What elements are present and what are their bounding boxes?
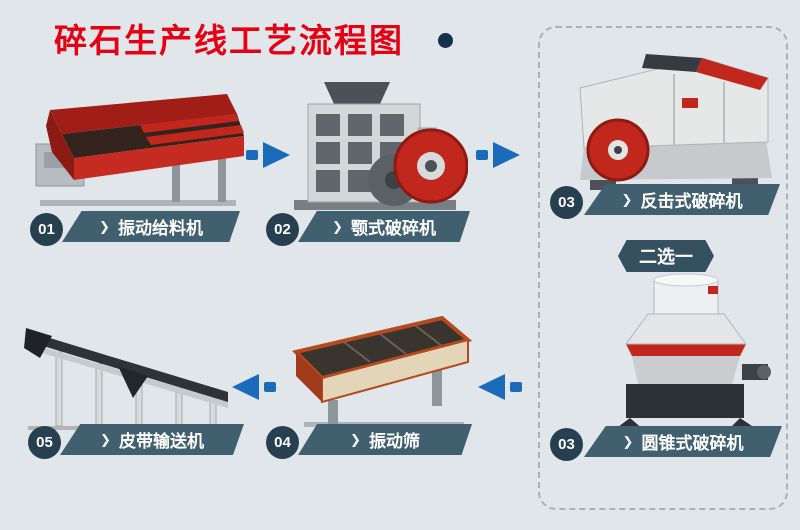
step-number-03a: 03 xyxy=(550,186,583,219)
step-number-03b: 03 xyxy=(550,428,583,461)
step-number-04: 04 xyxy=(266,426,299,459)
step-number-02: 02 xyxy=(266,213,299,246)
step-label-impact-crusher: ❯ 反击式破碎机 xyxy=(584,184,780,215)
step-label-belt-conveyor: ❯ 皮带输送机 xyxy=(60,424,244,455)
title-dot-decoration xyxy=(438,33,453,48)
choose-one-badge: 二选一 xyxy=(618,240,714,272)
cone-crusher-illustration xyxy=(596,272,776,434)
step-label-text: 皮带输送机 xyxy=(118,432,204,451)
vibrating-screen-illustration xyxy=(284,300,476,432)
chevron-right-icon: ❯ xyxy=(621,191,633,207)
step-label-jaw-crusher: ❯ 颚式破碎机 xyxy=(298,211,470,242)
crusher-choice-dashed-box xyxy=(538,26,788,510)
chevron-right-icon: ❯ xyxy=(622,433,634,449)
vibrating-feeder-illustration xyxy=(22,92,248,212)
step-label-vibrating-screen: ❯ 振动筛 xyxy=(298,424,472,455)
step-label-text: 圆锥式破碎机 xyxy=(641,434,744,453)
impact-crusher-illustration xyxy=(554,46,784,196)
flow-arrow-right-2 xyxy=(476,140,522,170)
step-label-text: 反击式破碎机 xyxy=(640,192,743,211)
belt-conveyor-illustration xyxy=(22,314,236,436)
step-label-cone-crusher: ❯ 圆锥式破碎机 xyxy=(584,426,782,457)
step-label-text: 颚式破碎机 xyxy=(350,219,436,238)
step-number-01: 01 xyxy=(30,213,63,246)
flow-arrow-left-1 xyxy=(476,372,522,402)
chevron-right-icon: ❯ xyxy=(99,218,110,234)
step-label-text: 振动给料机 xyxy=(117,219,203,238)
step-label-vibrating-feeder: ❯ 振动给料机 xyxy=(62,211,240,242)
flow-arrow-left-2 xyxy=(230,372,276,402)
chevron-right-icon: ❯ xyxy=(100,431,111,447)
step-number-05: 05 xyxy=(28,426,61,459)
step-label-text: 振动筛 xyxy=(368,432,420,451)
page-title: 碎石生产线工艺流程图 xyxy=(54,22,404,59)
chevron-right-icon: ❯ xyxy=(332,218,343,234)
jaw-crusher-illustration xyxy=(286,76,468,214)
flow-arrow-right-1 xyxy=(246,140,292,170)
chevron-right-icon: ❯ xyxy=(350,431,361,447)
